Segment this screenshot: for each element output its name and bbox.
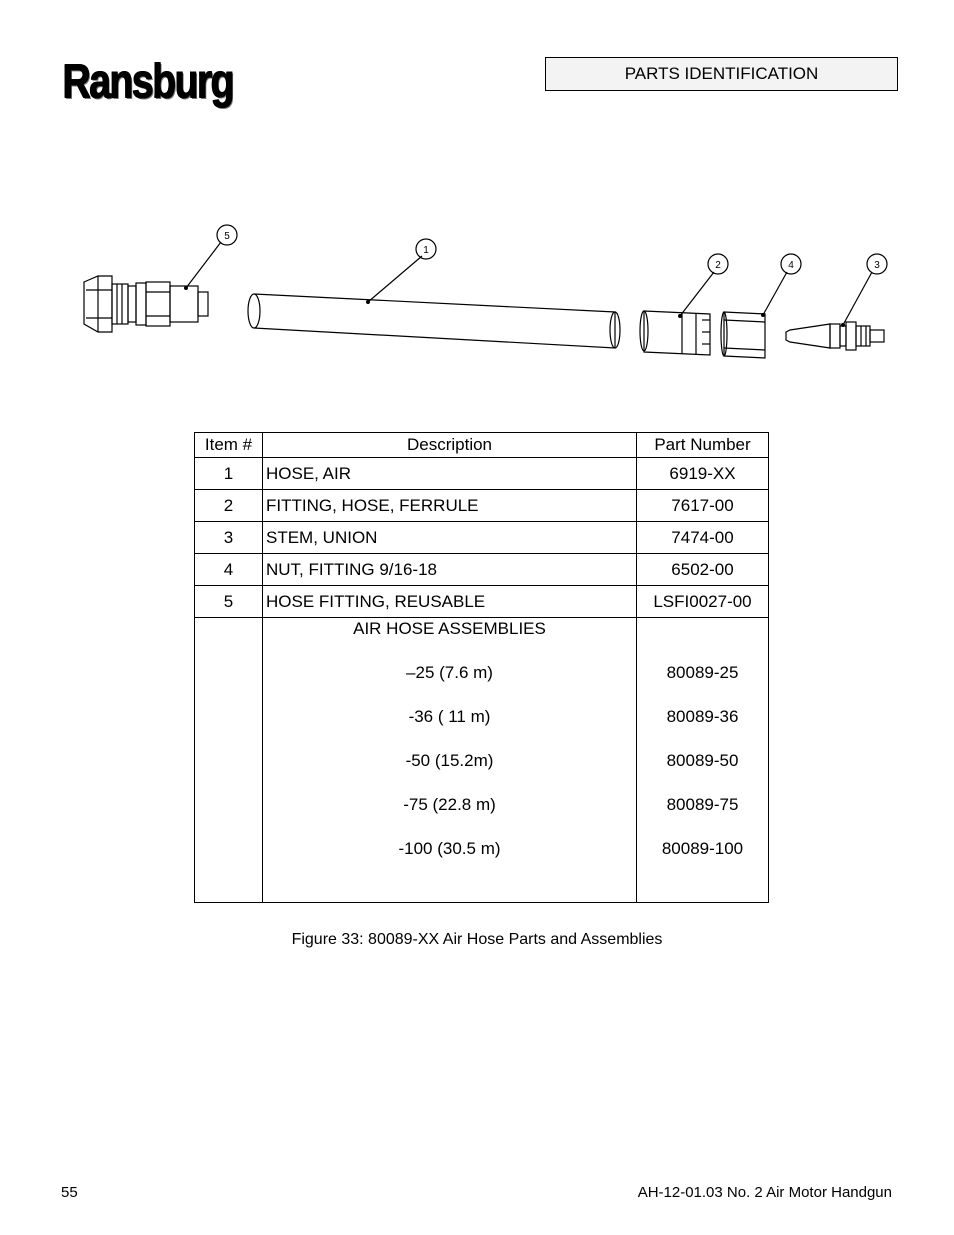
section-title: PARTS IDENTIFICATION [545,57,898,91]
part-number: 7474-00 [636,521,769,554]
figure-caption: Figure 33: 80089-XX Air Hose Parts and A… [291,931,663,948]
hose-fitting-part [83,275,209,333]
assembly-length: –25 (7.6 m) [406,663,493,682]
air-hose-exploded-drawing: 5 1 2 4 3 [83,224,888,359]
assembly-length: -36 ( 11 m) [408,707,491,726]
item-description: HOSE, AIR [262,457,637,490]
callout-3-label: 3 [874,260,880,271]
table-row: 3 STEM, UNION 7474-00 [194,521,769,554]
callout-5-label: 5 [224,231,230,242]
callout-4-label: 4 [788,260,794,271]
assembly-part-number: 80089-50 [666,751,739,770]
callout-2-circle [707,253,729,275]
assembly-part-number: 80089-100 [661,839,744,858]
item-description: FITTING, HOSE, FERRULE [262,489,637,522]
ransburg-logo: Ransburg [62,55,234,108]
table-row: 2 FITTING, HOSE, FERRULE 7617-00 [194,489,769,522]
document-title: AH-12-01.03 No. 2 Air Motor Handgun [637,1184,892,1201]
item-description: NUT, FITTING 9/16-18 [262,553,637,586]
item-number: 4 [194,553,263,586]
table-header-row: Item # Description Part Number [194,432,769,458]
fitting-nut-part [720,311,766,359]
part-number: 6919-XX [636,457,769,490]
assemblies-item-cell [194,617,263,903]
assemblies-heading: AIR HOSE ASSEMBLIES [353,619,546,638]
assembly-part-number: 80089-75 [666,795,739,814]
item-description: STEM, UNION [262,521,637,554]
callout-1-label: 1 [423,245,429,256]
callout-3-circle [866,253,888,275]
column-header-description: Description [262,432,637,458]
item-number: 1 [194,457,263,490]
assembly-length: -100 (30.5 m) [398,839,501,858]
callout-4-circle [780,253,802,275]
assembly-part-number: 80089-36 [666,707,739,726]
assemblies-row: AIR HOSE ASSEMBLIES –25 (7.6 m) -36 ( 11… [194,617,769,903]
callout-5-circle [216,224,238,246]
item-number: 2 [194,489,263,522]
air-hose-part [247,293,621,349]
assembly-length: -75 (22.8 m) [403,795,496,814]
item-number: 5 [194,585,263,618]
assembly-part-number: 80089-25 [666,663,739,682]
item-description: HOSE FITTING, REUSABLE [262,585,637,618]
part-number: 7617-00 [636,489,769,522]
table-row: 1 HOSE, AIR 6919-XX [194,457,769,490]
item-number: 3 [194,521,263,554]
part-number: 6502-00 [636,553,769,586]
assemblies-description-cell: AIR HOSE ASSEMBLIES –25 (7.6 m) -36 ( 11… [262,617,637,903]
callout-1-circle [415,238,437,260]
callout-2-label: 2 [715,260,721,271]
assembly-length: -50 (15.2m) [405,751,494,770]
page-number: 55 [61,1184,78,1201]
ferrule-part [639,310,711,356]
table-row: 4 NUT, FITTING 9/16-18 6502-00 [194,553,769,586]
union-stem-part [785,321,885,351]
parts-table: Item # Description Part Number 1 HOSE, A… [194,432,769,903]
column-header-part-number: Part Number [636,432,769,458]
assemblies-part-cell: 80089-25 80089-36 80089-50 80089-75 8008… [636,617,769,903]
part-number: LSFI0027-00 [636,585,769,618]
table-row: 5 HOSE FITTING, REUSABLE LSFI0027-00 [194,585,769,618]
column-header-item: Item # [194,432,263,458]
